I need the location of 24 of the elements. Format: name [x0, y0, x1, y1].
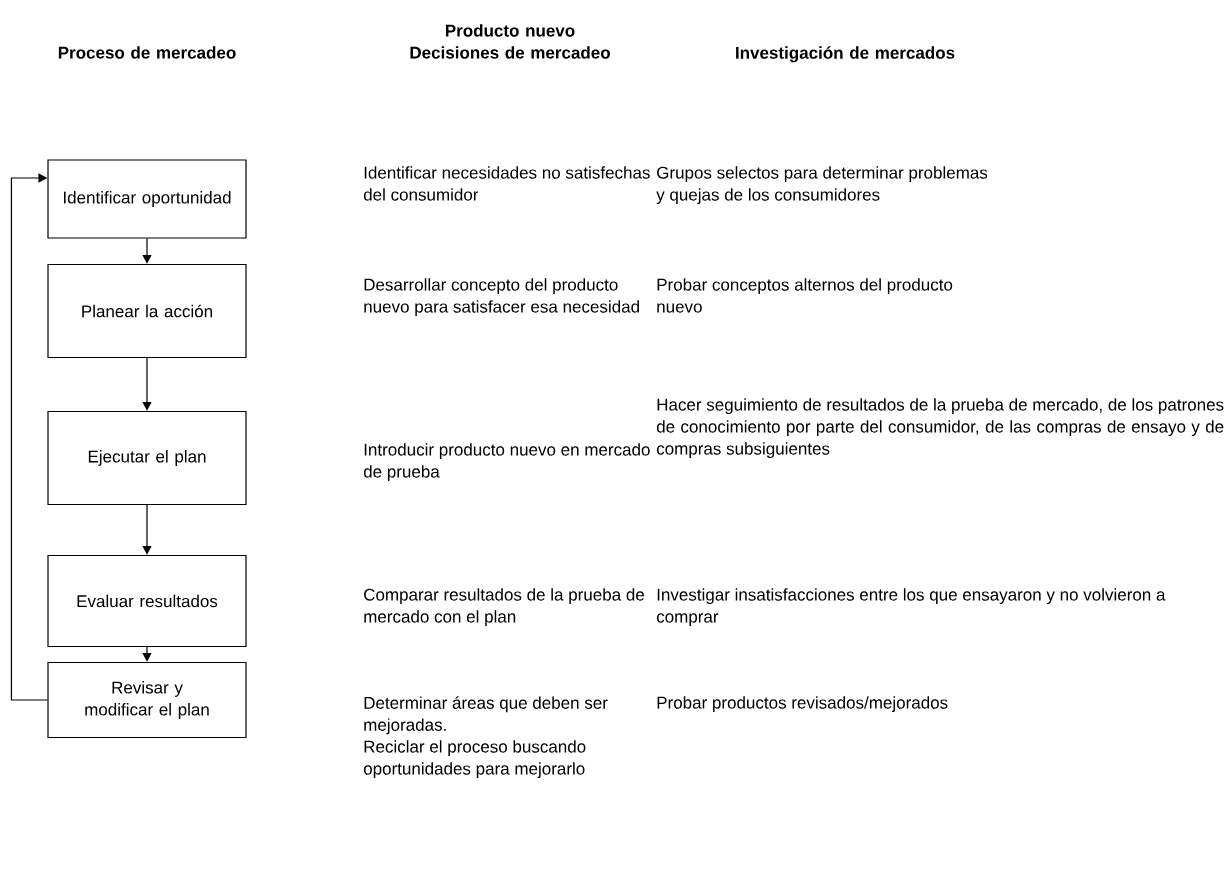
description-text: Introducir producto nuevo en mercado de prueba	[363, 443, 650, 482]
process-box: Planear la acción	[47, 263, 247, 359]
description-text: Investigar insatisfacciones entre los que ensayaron y no volvieron a comprar	[656, 588, 1166, 627]
description-text: Identificar necesidades no satisfechas del consumidor	[363, 166, 650, 201]
arrow	[142, 646, 152, 662]
column-heading: Producto nuevo Decisiones de mercadeo	[410, 24, 610, 59]
column-heading: Proceso de mercadeo	[58, 46, 236, 59]
process-box: Evaluar resultados	[47, 554, 247, 648]
description-text: Grupos selectos para determinar problemas y quejas de los consumidores	[656, 166, 988, 205]
process-box: Revisar y modificar el plan	[47, 661, 247, 739]
description-text: Reciclar el proceso buscando oportunidades para mejorarlo	[363, 740, 586, 779]
description-text: Probar productos revisados/mejorados	[657, 696, 948, 713]
description-text: Comparar resultados de la prueba de mercado con el plan	[364, 588, 644, 627]
arrow	[142, 357, 152, 411]
arrow	[142, 504, 152, 555]
description-text: Desarrollar concepto del producto nuevo para satisfacer esa necesidad	[364, 278, 639, 317]
arrow	[142, 238, 152, 264]
process-box: Ejecutar el plan	[47, 410, 247, 506]
description-text: Hacer seguimiento de resultados de la prueba de mercado, de los patrones de conocimiento por parte del consumidor, de las compras de ensayo y de compras subsiguientes	[656, 398, 1224, 459]
description-text: Determinar áreas que deben ser mejoradas.	[364, 696, 608, 735]
description-text: Probar conceptos alternos del producto nuevo	[657, 278, 953, 313]
column-heading: Investigación de mercados	[736, 46, 955, 63]
arrow	[10, 173, 48, 701]
process-box: Identificar oportunidad	[47, 159, 247, 239]
